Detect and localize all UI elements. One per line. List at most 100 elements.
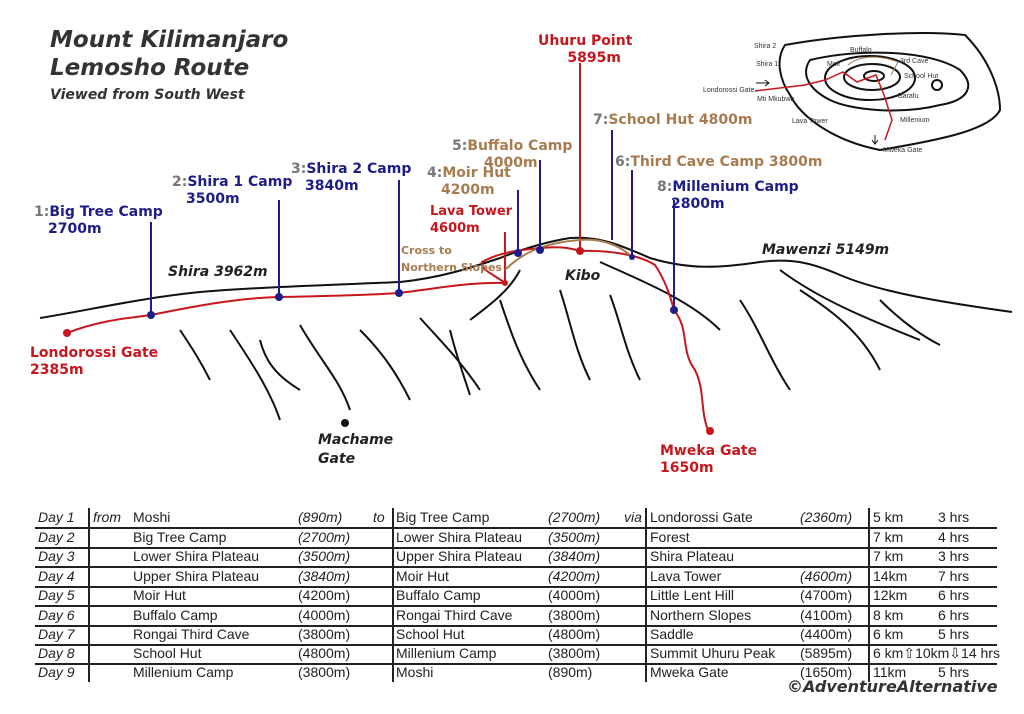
cell-hrs: 3 hrs bbox=[938, 548, 970, 564]
cell-from: Buffalo Camp bbox=[133, 607, 218, 623]
inset-label: Shira 1 bbox=[756, 61, 778, 68]
cell-km: 7 km bbox=[873, 529, 904, 545]
row-divider bbox=[35, 625, 997, 627]
cell-day: Day 5 bbox=[38, 587, 75, 603]
cell-day: Day 3 bbox=[38, 548, 75, 564]
cell-hrs: 6 hrs bbox=[938, 587, 970, 603]
cell-from: Millenium Camp bbox=[133, 664, 234, 680]
shira-label: Shira 3962m bbox=[168, 264, 268, 280]
cell-via-label: via bbox=[624, 509, 642, 525]
cross-note: Cross to Northern Slopes bbox=[401, 244, 502, 274]
cell-via-alt: (1650m) bbox=[800, 664, 853, 680]
cell-via: Forest bbox=[650, 529, 690, 545]
cell-hrs: 5 hrs bbox=[938, 664, 970, 680]
kibo-label: Kibo bbox=[565, 268, 601, 284]
cell-from-alt: (3800m) bbox=[298, 664, 351, 680]
cell-km: 6 km⇧10km⇩14 hrs bbox=[873, 645, 1000, 661]
cell-via: Little Lent Hill bbox=[650, 587, 735, 603]
cell-hrs: 5 hrs bbox=[938, 626, 970, 642]
ridge-line bbox=[39, 236, 1013, 319]
cell-to: Lower Shira Plateau bbox=[396, 529, 523, 545]
cell-hrs: 3 hrs bbox=[938, 509, 970, 525]
cell-from-alt: (890m) bbox=[298, 509, 343, 525]
cell-day: Day 8 bbox=[38, 645, 75, 661]
cell-via: Summit Uhuru Peak bbox=[650, 645, 776, 661]
title-line2: Lemosho Route bbox=[50, 55, 250, 81]
cell-km: 7 km bbox=[873, 548, 904, 564]
cell-to-alt: (3800m) bbox=[548, 607, 601, 623]
cell-km: 8 km bbox=[873, 607, 904, 623]
cell-from: School Hut bbox=[133, 645, 202, 661]
inset-label: Lava Tower bbox=[792, 118, 828, 125]
cell-via-alt: (4100m) bbox=[800, 607, 853, 623]
cell-to: Millenium Camp bbox=[396, 645, 497, 661]
cell-from-alt: (3840m) bbox=[298, 568, 351, 584]
cell-from-alt: (4000m) bbox=[298, 607, 351, 623]
subtitle: Viewed from South West bbox=[50, 87, 245, 103]
row-divider bbox=[35, 644, 997, 646]
copyright: ©AdventureAlternative bbox=[787, 677, 998, 696]
row-divider bbox=[35, 527, 997, 529]
cell-day: Day 6 bbox=[38, 607, 75, 623]
cell-km: 11km bbox=[873, 664, 907, 680]
cell-to-alt: (2700m) bbox=[548, 509, 601, 525]
cell-from: Upper Shira Plateau bbox=[133, 568, 260, 584]
inset-label: Buffalo bbox=[850, 47, 872, 54]
cell-from: Lower Shira Plateau bbox=[133, 548, 260, 564]
cell-to-alt: (4000m) bbox=[548, 587, 601, 603]
column-divider bbox=[645, 508, 647, 682]
camp-label-7: 7:School Hut 4800m bbox=[593, 112, 753, 128]
cell-from: Moir Hut bbox=[133, 587, 186, 603]
row-divider bbox=[35, 586, 997, 588]
cell-from-alt: (3500m) bbox=[298, 548, 351, 564]
inset-label: 3rd Cave bbox=[900, 58, 929, 65]
row-divider bbox=[35, 605, 997, 607]
cell-day: Day 1 bbox=[38, 509, 75, 525]
row-divider bbox=[35, 547, 997, 549]
cell-from-alt: (3800m) bbox=[298, 626, 351, 642]
inset-label: Londorossi Gate bbox=[703, 87, 754, 94]
cell-km: 12km bbox=[873, 587, 908, 603]
cell-from: Moshi bbox=[133, 509, 171, 525]
column-divider bbox=[392, 508, 394, 682]
cell-to-alt: (3500m) bbox=[548, 529, 601, 545]
camp-label-6: 6:Third Cave Camp 3800m bbox=[615, 154, 823, 170]
cell-to-alt: (3840m) bbox=[548, 548, 601, 564]
cell-to: Moir Hut bbox=[396, 568, 449, 584]
inset-label: Moir bbox=[827, 61, 841, 68]
inset-label: Shira 2 bbox=[754, 43, 776, 50]
cell-day: Day 7 bbox=[38, 626, 75, 642]
cell-via-alt: (5895m) bbox=[800, 645, 853, 661]
cell-via-alt: (4400m) bbox=[800, 626, 853, 642]
cell-to: Upper Shira Plateau bbox=[396, 548, 523, 564]
cell-hrs: 6 hrs bbox=[938, 607, 970, 623]
mawenzi-label: Mawenzi 5149m bbox=[762, 242, 890, 258]
row-divider bbox=[35, 663, 997, 665]
cell-via-alt: (4700m) bbox=[800, 587, 853, 603]
cell-to: Moshi bbox=[396, 664, 434, 680]
row-divider bbox=[35, 566, 997, 568]
cell-from: Rongai Third Cave bbox=[133, 626, 250, 642]
cell-via: Mweka Gate bbox=[650, 664, 729, 680]
cell-km: 5 km bbox=[873, 509, 904, 525]
cell-to-alt: (4800m) bbox=[548, 626, 601, 642]
inset-label: Millenium bbox=[900, 117, 930, 124]
cell-from-alt: (4800m) bbox=[298, 645, 351, 661]
cell-day: Day 4 bbox=[38, 568, 75, 584]
cell-via: Londorossi Gate bbox=[650, 509, 753, 525]
cell-via: Lava Tower bbox=[650, 568, 722, 584]
cell-hrs: 4 hrs bbox=[938, 529, 970, 545]
cell-from-alt: (2700m) bbox=[298, 529, 351, 545]
cell-from-label: from bbox=[93, 509, 121, 525]
inset-label: Barafu bbox=[898, 93, 919, 100]
cell-via: Shira Plateau bbox=[650, 548, 735, 564]
inset-label: School Hut bbox=[904, 73, 938, 80]
cell-hrs: 7 hrs bbox=[938, 568, 970, 584]
column-divider bbox=[868, 508, 870, 682]
